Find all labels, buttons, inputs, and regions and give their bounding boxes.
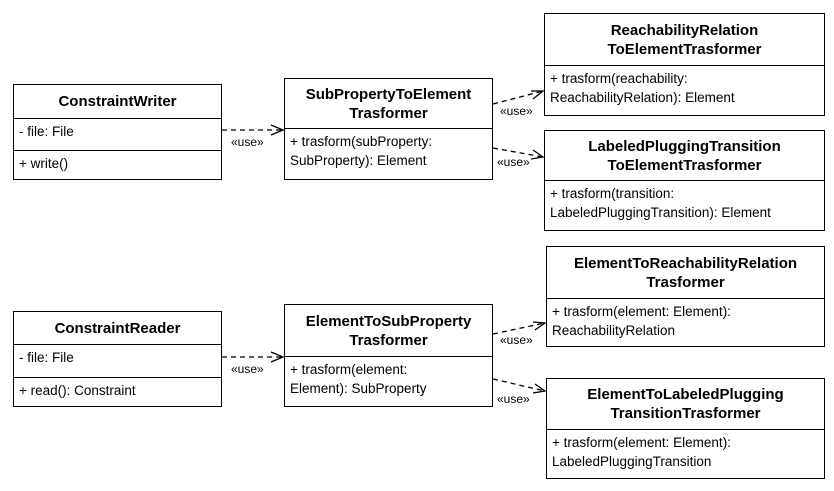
attributes-section: - file: File (14, 119, 221, 150)
operation: + trasform(element: Element): (552, 435, 731, 450)
class-constraint-reader[interactable]: ConstraintReader - file: File + read(): … (13, 311, 222, 407)
class-name-line: ElementToSubProperty (305, 312, 472, 330)
class-name: ConstraintWriter (14, 85, 221, 119)
operation: + trasform(element: Element): (552, 304, 731, 319)
operations-section: + read(): Constraint (14, 377, 221, 403)
operations-section: + write() (14, 150, 221, 176)
class-name-line: Trasformer (349, 331, 428, 349)
class-name: ElementToLabeledPlugging TransitionTrasf… (547, 379, 824, 430)
class-name-line: ElementToReachabilityRelation (573, 254, 798, 272)
class-constraint-writer[interactable]: ConstraintWriter - file: File + write() (13, 84, 222, 180)
class-reachability-relation-to-element-trasformer[interactable]: ReachabilityRelation ToElementTrasformer… (544, 13, 825, 116)
class-name-line: SubPropertyToElement (305, 85, 472, 103)
class-element-to-sub-property-trasformer[interactable]: ElementToSubProperty Trasformer + trasfo… (284, 304, 493, 407)
operation: + trasform(subProperty: (290, 134, 433, 149)
operation: ReachabilityRelation): Element (550, 90, 735, 105)
attributes-section: - file: File (14, 345, 221, 377)
use-label: «use» (231, 135, 264, 149)
class-element-to-reachability-relation-trasformer[interactable]: ElementToReachabilityRelation Trasformer… (546, 246, 825, 347)
operation: SubProperty): Element (290, 153, 427, 168)
class-element-to-labeled-plugging-transition-trasformer[interactable]: ElementToLabeledPlugging TransitionTrasf… (546, 378, 825, 479)
class-name-line: ReachabilityRelation (610, 21, 759, 39)
class-name-line: ElementToLabeledPlugging (587, 386, 784, 403)
class-name-line: LabeledPluggingTransition (588, 137, 781, 155)
operation: Element): SubProperty (290, 381, 427, 396)
use-label: «use» (500, 104, 533, 118)
operations-section: + trasform(transition: LabeledPluggingTr… (545, 181, 824, 225)
use-dependency-reader-to-subproperty (222, 351, 285, 363)
use-dependency-subproperty-to-labeled (492, 147, 545, 160)
attribute: - file: File (19, 350, 74, 365)
operation: LabeledPluggingTransition (552, 454, 712, 469)
class-name-line: ConstraintReader (54, 319, 181, 337)
operation: + read(): Constraint (19, 383, 136, 398)
class-name-line: Trasformer (646, 273, 725, 291)
class-sub-property-to-element-trasformer[interactable]: SubPropertyToElement Trasformer + trasfo… (284, 78, 493, 180)
operations-section: + trasform(element: Element): Reachabili… (547, 299, 824, 343)
use-dependency-subproperty-to-element-reachability (492, 321, 547, 335)
use-label: «use» (497, 155, 530, 169)
use-dependency-writer-to-subproperty (222, 124, 285, 136)
class-name: ElementToSubProperty Trasformer (285, 305, 492, 357)
class-name-line: ToElementTrasformer (607, 40, 762, 58)
class-name-line: Trasformer (349, 104, 428, 122)
operation: + trasform(element: (290, 362, 408, 377)
attribute: - file: File (19, 124, 74, 139)
use-dependency-subproperty-to-reachability (492, 90, 545, 105)
class-name-line: ToElementTrasformer (607, 156, 762, 174)
operation: + write() (19, 156, 69, 171)
use-label: «use» (497, 392, 530, 406)
use-label: «use» (231, 362, 264, 376)
class-name: SubPropertyToElement Trasformer (285, 79, 492, 129)
operations-section: + trasform(reachability: ReachabilityRel… (545, 66, 824, 110)
operations-section: + trasform(element: Element): SubPropert… (285, 357, 492, 401)
operations-section: + trasform(subProperty: SubProperty): El… (285, 129, 492, 173)
class-name: LabeledPluggingTransition ToElementTrasf… (545, 131, 824, 181)
operation: + trasform(transition: (550, 186, 675, 201)
use-label: «use» (500, 333, 533, 347)
class-name: ElementToReachabilityRelation Trasformer (547, 247, 824, 299)
class-name: ConstraintReader (14, 312, 221, 345)
class-name-line: TransitionTrasformer (610, 405, 761, 422)
operation: LabeledPluggingTransition): Element (550, 205, 771, 220)
operations-section: + trasform(element: Element): LabeledPlu… (547, 430, 824, 474)
operation: + trasform(reachability: (550, 71, 688, 86)
class-labeled-plugging-transition-to-element-trasformer[interactable]: LabeledPluggingTransition ToElementTrasf… (544, 130, 825, 231)
class-name: ReachabilityRelation ToElementTrasformer (545, 14, 824, 66)
operation: ReachabilityRelation (552, 323, 676, 338)
use-dependency-subproperty-to-element-labeled (492, 378, 547, 394)
class-name-line: ConstraintWriter (58, 93, 177, 110)
